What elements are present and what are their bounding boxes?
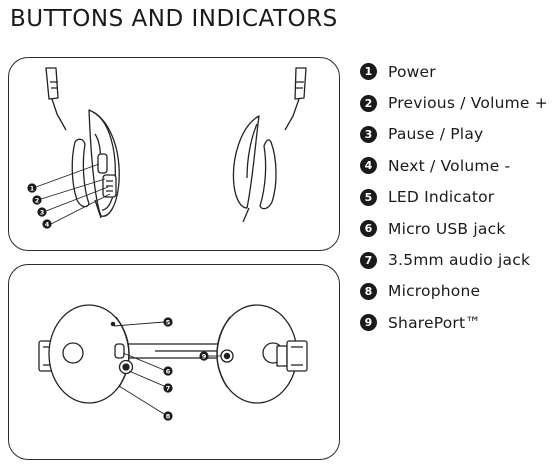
legend-label: Next / Volume - xyxy=(388,156,511,175)
number-badge: 1 xyxy=(360,63,377,81)
legend-label: Power xyxy=(388,62,436,81)
side-callout-4: 4 xyxy=(42,219,52,229)
legend-item: 2 Previous / Volume + xyxy=(360,87,548,118)
legend-item: 3 Pause / Play xyxy=(360,119,548,150)
side-callout-1: 1 xyxy=(27,183,37,193)
svg-text:9: 9 xyxy=(202,352,207,360)
right-cushion xyxy=(259,139,277,210)
number-badge: 3 xyxy=(360,125,377,143)
svg-text:4: 4 xyxy=(45,220,50,228)
front-callout-6: 6 xyxy=(163,366,173,376)
right-outer-slider xyxy=(286,340,308,372)
side-view-illustration: 1 2 3 4 xyxy=(27,67,307,229)
legend-label: Previous / Volume + xyxy=(388,94,548,113)
left-cup-hub xyxy=(62,342,84,364)
number-badge: 9 xyxy=(360,314,377,332)
svg-text:8: 8 xyxy=(166,412,171,420)
legend-label: 3.5mm audio jack xyxy=(388,251,531,270)
legend-list: 1 Power 2 Previous / Volume + 3 Pause / … xyxy=(360,56,548,339)
number-badge: 5 xyxy=(360,188,377,206)
legend-label: LED Indicator xyxy=(388,188,495,207)
legend-label: Pause / Play xyxy=(388,125,484,144)
legend-label: Microphone xyxy=(388,282,481,301)
svg-text:3: 3 xyxy=(40,208,45,216)
number-badge: 6 xyxy=(360,220,377,238)
legend-item: 7 3.5mm audio jack xyxy=(360,244,548,275)
left-headband-slider xyxy=(45,67,59,100)
left-cushion xyxy=(71,138,90,208)
right-headband-slider xyxy=(294,67,307,100)
legend-item: 1 Power xyxy=(360,56,548,87)
legend-label: SharePort™ xyxy=(388,313,481,332)
number-badge: 8 xyxy=(360,282,377,300)
right-slider-connector xyxy=(276,345,288,367)
svg-text:1: 1 xyxy=(30,184,35,192)
right-cup-shell xyxy=(232,115,260,209)
micro-usb-port xyxy=(114,343,125,359)
svg-text:2: 2 xyxy=(35,196,40,204)
legend-item: 9 SharePort™ xyxy=(360,307,548,338)
legend-item: 5 LED Indicator xyxy=(360,182,548,213)
svg-text:5: 5 xyxy=(166,318,171,326)
side-callout-2: 2 xyxy=(32,195,42,205)
legend-item: 6 Micro USB jack xyxy=(360,213,548,244)
number-badge: 7 xyxy=(360,251,377,269)
number-badge: 2 xyxy=(360,94,377,112)
front-callout-5: 5 xyxy=(163,317,173,327)
svg-text:6: 6 xyxy=(166,367,171,375)
svg-text:7: 7 xyxy=(166,384,171,392)
front-callout-8: 8 xyxy=(163,411,173,421)
side-view-panel: 1 2 3 4 xyxy=(8,57,340,251)
side-button-upper xyxy=(97,153,108,174)
left-headband-wire xyxy=(51,98,67,131)
legend-item: 8 Microphone xyxy=(360,276,548,307)
front-callout-9: 9 xyxy=(199,351,209,361)
right-headband-wire xyxy=(284,98,300,131)
legend-item: 4 Next / Volume - xyxy=(360,150,548,181)
side-callout-3: 3 xyxy=(37,207,47,217)
front-view-panel: 5 6 7 8 9 xyxy=(8,264,340,460)
front-callout-7: 7 xyxy=(163,383,173,393)
front-view-illustration: 5 6 7 8 9 xyxy=(38,304,308,421)
legend-label: Micro USB jack xyxy=(388,219,506,238)
page-title: BUTTONS AND INDICATORS xyxy=(10,6,338,32)
number-badge: 4 xyxy=(360,157,377,175)
